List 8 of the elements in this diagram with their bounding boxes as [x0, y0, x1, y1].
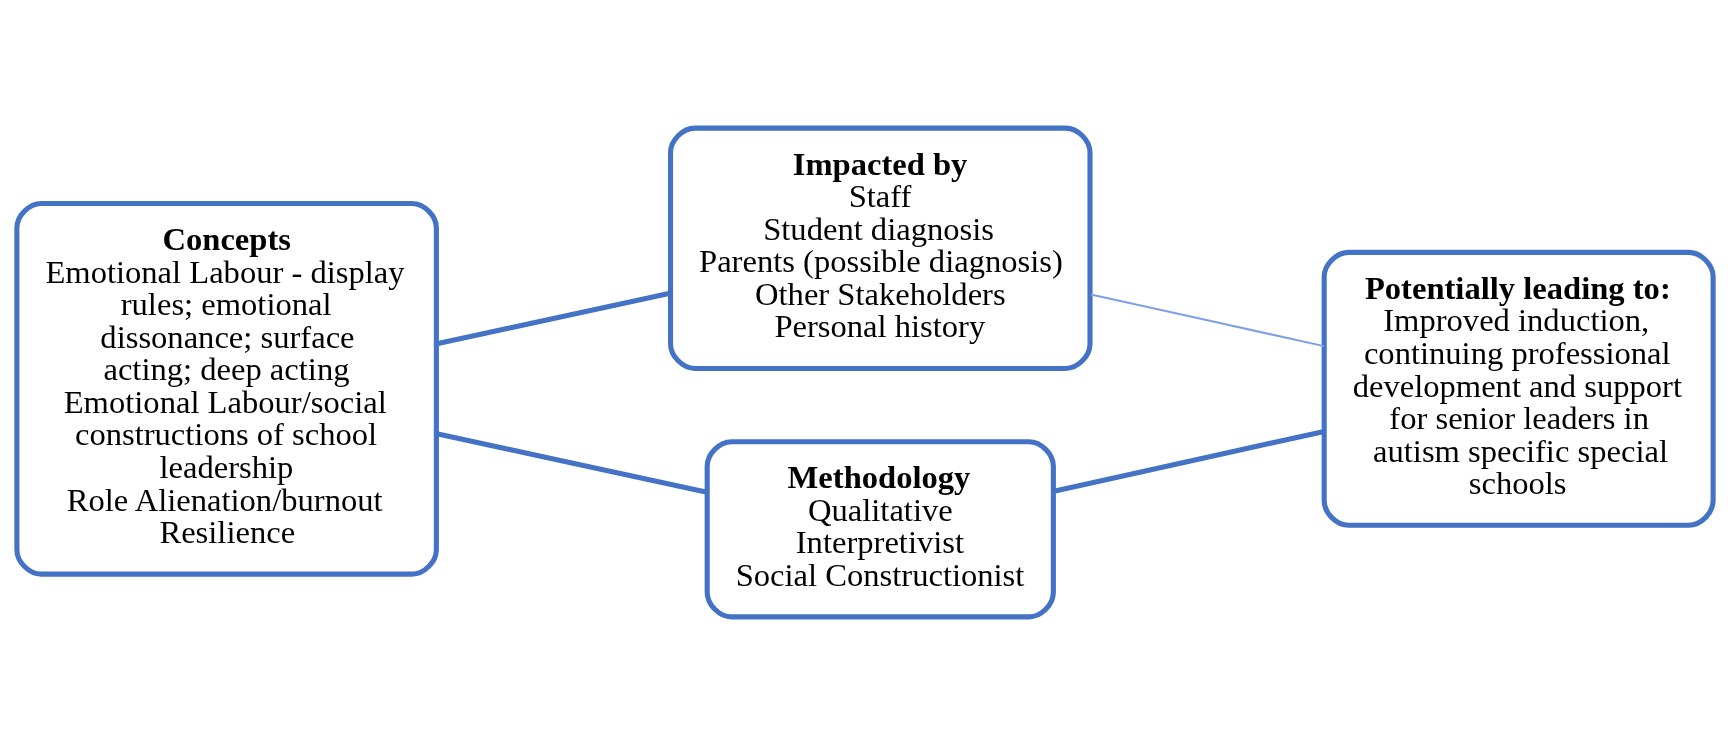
node-box: Impacted by Staff Student diagnosis Parents (possible diagnosis) Other Stakeholders Personal history — [668, 125, 1093, 371]
connector — [436, 430, 708, 495]
node-box: Methodology Qualitative Interpretivist Social Constructionist — [704, 438, 1056, 619]
connector — [436, 290, 671, 346]
node-box: Concepts Emotional Labour - display rules; emotional dissonance; surface acting; deep acting Emotional Labour/social constructions of school leadership Role Alienation/burnout Resilience — [14, 200, 439, 577]
connector — [1053, 428, 1325, 494]
connector — [1090, 293, 1325, 347]
node-box: Potentially leading to: Improved induction, continuing professional development and support for senior leaders in autism specific special schools — [1321, 249, 1716, 528]
